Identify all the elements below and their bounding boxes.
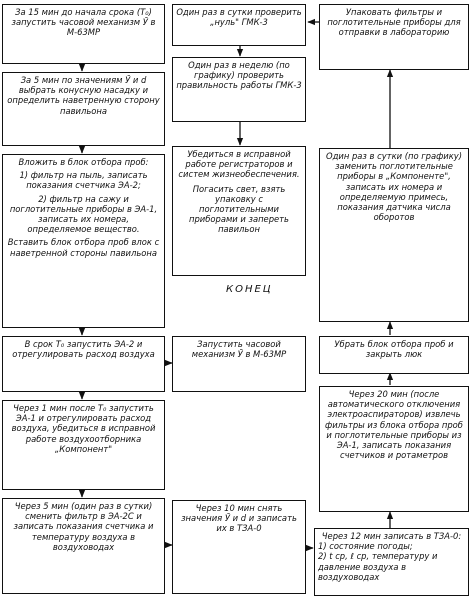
step-box-r3: Убрать блок отбора проб и закрыть люк [319,336,469,374]
step-text-2: Погасить свет, взять упаковку с поглотит… [189,183,289,235]
step-box-r5: Через 12 мин записать в ТЗА-0: 1) состоя… [314,528,469,596]
step-text: Через 1 мин после T₀ запустить ЭА-1 и от… [11,403,156,454]
step-box-b2: За 5 мин по значениям Ӯ и d выбрать кону… [2,72,165,146]
step-box-b3: Вложить в блок отбора проб: 1) фильтр на… [2,154,165,328]
step-text-1: Убедиться в исправной работе регистратор… [178,149,300,180]
step-box-b6: Через 5 мин (один раз в сутки) сменить ф… [2,498,165,594]
step-text: Один раз в сутки проверить „нуль" ГМК-3 [176,7,302,28]
end-label: КОНЕЦ [226,284,273,295]
step-text-intro: Через 12 мин записать в ТЗА-0: [321,531,462,541]
step-box-c3: Убедиться в исправной работе регистратор… [172,146,306,276]
step-text-item-2: 2) t ср, ℓ ср, температуру и давление во… [318,551,438,582]
step-box-b5: Через 1 мин после T₀ запустить ЭА-1 и от… [2,400,165,490]
step-box-r1: Упаковать фильтры и поглотительные прибо… [319,4,469,70]
step-text: Убрать блок отбора проб и закрыть люк [334,339,454,360]
step-box-b4: В срок T₀ запустить ЭА-2 и отрегулироват… [2,336,165,392]
step-text: В срок T₀ запустить ЭА-2 и отрегулироват… [12,339,155,360]
step-text: Через 10 мин снять значения Ӯ и d и запи… [181,503,297,534]
step-text-item-2: 2) фильтр на сажу и поглотительные прибо… [9,193,158,235]
step-box-c2: Один раз в неделю (по графику) проверить… [172,57,306,122]
step-text: Запустить часовой механизм Ӯ в М-63МР [191,339,287,360]
step-text-outro: Вставить блок отбора проб влок с наветре… [7,237,160,258]
step-box-c1: Один раз в сутки проверить „нуль" ГМК-3 [172,4,306,46]
step-text: За 15 мин до начала срока (T₀) запустить… [11,7,156,38]
step-text: За 5 мин по значениям Ӯ и d выбрать кону… [7,75,160,116]
step-text-intro: Вложить в блок отбора проб: [18,157,149,167]
step-text: Через 5 мин (один раз в сутки) сменить ф… [13,501,154,552]
step-text: Один раз в сутки (по графику) заменить п… [326,151,462,223]
step-box-r2: Один раз в сутки (по графику) заменить п… [319,148,469,322]
step-text: Через 20 мин (после автоматического откл… [325,389,463,461]
step-text: Упаковать фильтры и поглотительные прибо… [327,7,461,38]
step-text-item-1: 1) фильтр на пыль, записать показания сч… [19,170,148,191]
step-box-c5: Через 10 мин снять значения Ӯ и d и запи… [172,500,306,594]
step-box-c4: Запустить часовой механизм Ӯ в М-63МР [172,336,306,392]
step-box-b1: За 15 мин до начала срока (T₀) запустить… [2,4,165,64]
step-box-r4: Через 20 мин (после автоматического откл… [319,386,469,512]
step-text-item-1: 1) состояние погоды; [318,541,413,552]
step-text: Один раз в неделю (по графику) проверить… [176,60,302,91]
